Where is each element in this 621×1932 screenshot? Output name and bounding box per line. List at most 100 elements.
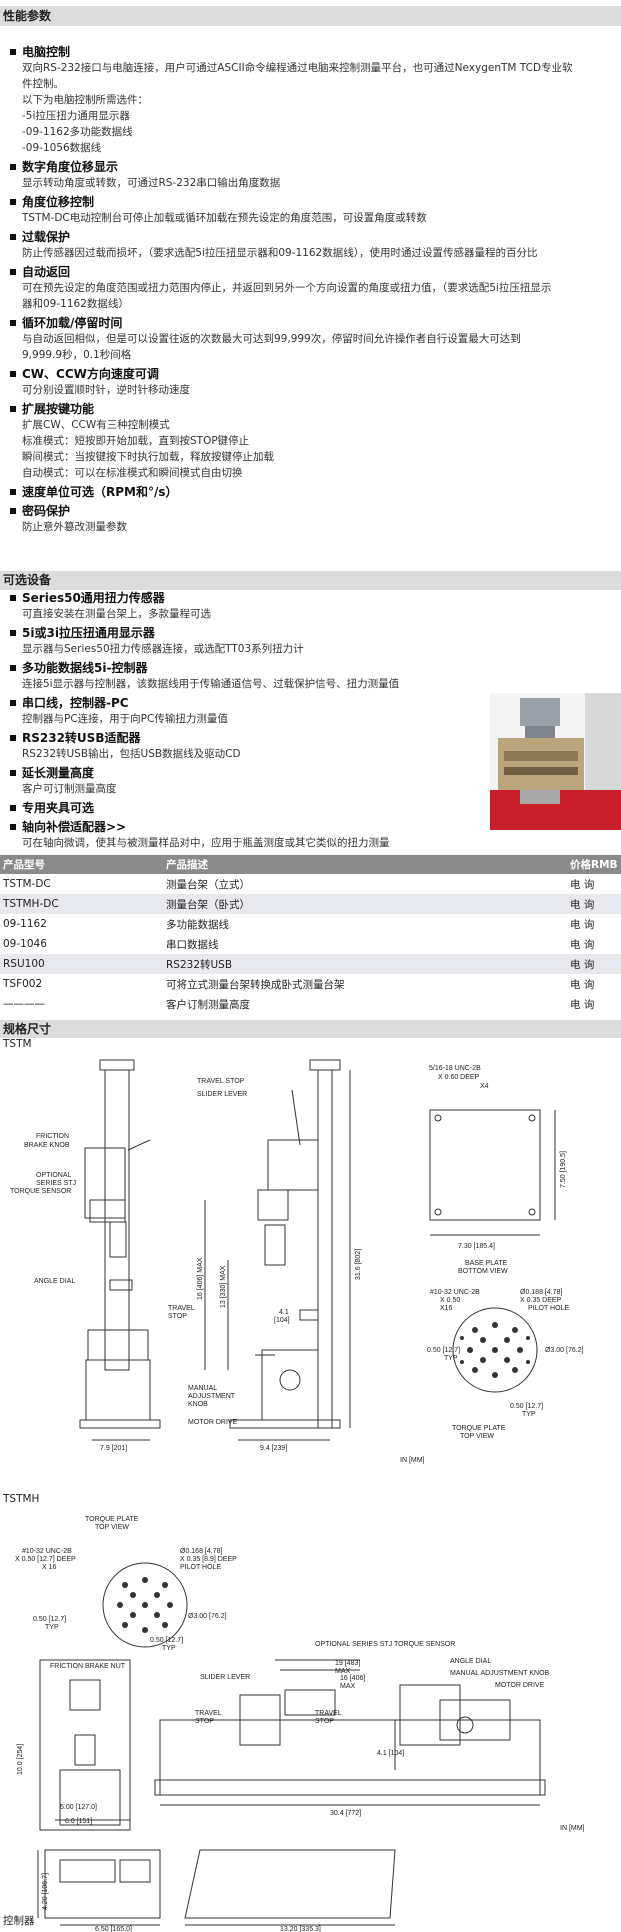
svg-text:ADJUSTMENT: ADJUSTMENT [188,1393,236,1400]
svg-text:16 [406]: 16 [406] [340,1675,365,1682]
svg-text:TOP VIEW: TOP VIEW [95,1524,129,1531]
params-item: 过载保护防止传感器因过载而损坏，（要求选配5i拉压扭显示器和09-1162数据线… [8,229,618,261]
params-desc: 扩展CW、CCW有三种控制模式 [22,419,170,431]
cell-price: 电 询 [567,894,621,914]
svg-text:PILOT HOLE: PILOT HOLE [180,1564,221,1571]
cell-desc: RS232转USB [163,954,567,974]
cell-desc: 客户订制测量高度 [166,998,250,1011]
params-item: CW、CCW方向速度可调可分别设置顺时针，逆时针移动速度 [8,366,618,398]
bullet-icon [10,49,16,55]
cell-model: TSF002 [3,978,43,990]
params-title: 速度单位可选（RPM和°/s） [22,485,178,499]
svg-text:Ø0.188 [4.78]: Ø0.188 [4.78] [520,1289,562,1296]
cell-model: RSU100 [0,954,163,974]
svg-text:TYP: TYP [522,1411,536,1418]
svg-text:X 0.50: X 0.50 [440,1297,460,1304]
optional_items-title: 轴向补偿适配器>> [22,820,127,834]
optional_items-title: 5i或3i拉压扭通用显示器 [22,626,155,640]
svg-text:STOP: STOP [195,1718,214,1725]
svg-text:5.00 [127.0]: 5.00 [127.0] [60,1804,97,1811]
params-desc: 防止意外篡改测量参数 [22,521,127,533]
svg-text:TRAVEL: TRAVEL [168,1305,195,1312]
svg-text:KNOB: KNOB [188,1401,208,1408]
params-desc: 可分别设置顺时针，逆时针移动速度 [22,384,190,396]
svg-text:Ø3.00 [76.2]: Ø3.00 [76.2] [188,1613,227,1620]
params-title: 密码保护 [22,504,71,518]
svg-text:FRICTION BRAKE NUT: FRICTION BRAKE NUT [50,1663,126,1670]
product-photo [490,693,621,830]
bullet-icon [10,234,16,240]
optional_items-title: 多功能数据线5i-控制器 [22,661,148,675]
svg-text:PILOT HOLE: PILOT HOLE [528,1305,569,1312]
svg-text:0.50 [12.7]: 0.50 [12.7] [150,1637,183,1644]
params-desc: 标准模式：短按即开始加载，直到按STOP键停止 [22,435,250,447]
cell-price: 电 询 [570,918,595,931]
params-item: 循环加载/停留时间与自动返回相似，但是可以设置往返的次数最大可达到99,999次… [8,315,618,363]
params-desc: 器和09-1162数据线） [22,298,129,310]
svg-text:SLIDER LEVER: SLIDER LEVER [197,1091,247,1098]
svg-text:X 0.35 DEEP: X 0.35 DEEP [520,1297,562,1304]
params-item: 电脑控制双向RS-232接口与电脑连接，用户可通过ASCII命令编程通过电脑来控… [8,44,618,156]
optional_items-desc: 可在轴向微调，使其与被测量样品对中，应用于瓶盖测度或其它类似的扭力测量 [22,837,390,849]
bullet-icon [10,508,16,514]
svg-text:19 [483]: 19 [483] [335,1660,360,1667]
optional_items-item: 5i或3i拉压扭通用显示器显示器与Series50扭力传感器连接，或选配TT03… [8,625,478,657]
svg-text:X16: X16 [440,1305,453,1312]
svg-text:MANUAL ADJUSTMENT KNOB: MANUAL ADJUSTMENT KNOB [450,1670,550,1677]
svg-text:13.20 [335.3]: 13.20 [335.3] [280,1926,321,1932]
svg-text:6.0 [151]: 6.0 [151] [65,1818,92,1825]
bullet-icon [10,320,16,326]
params-title: 自动返回 [22,265,71,279]
optional_items-title: 延长测量高度 [22,766,95,780]
svg-text:X 16: X 16 [42,1564,57,1571]
params-desc: -09-1162多功能数据线 [22,126,133,138]
svg-text:X 0.60 DEEP: X 0.60 DEEP [438,1074,480,1081]
optional_items-title: Series50通用扭力传感器 [22,591,165,605]
bullet-icon [10,824,16,830]
bullet-icon [10,700,16,706]
cell-desc: 串口数据线 [166,938,219,951]
svg-text:6.50 [165.0]: 6.50 [165.0] [95,1926,132,1932]
svg-text:TYP: TYP [45,1624,59,1631]
section-header-params: 性能参数 [0,6,621,26]
svg-text:STOP: STOP [315,1718,334,1725]
bullet-icon [10,665,16,671]
params-title: 数字角度位移显示 [22,160,119,174]
col-model-header: 产品型号 [0,855,163,874]
svg-text:MAX: MAX [340,1683,356,1690]
tstm-label: TSTM [3,1038,32,1050]
svg-text:TRAVEL: TRAVEL [315,1710,342,1717]
optional_items-desc: RS232转USB输出，包括USB数据线及驱动CD [22,748,241,760]
params-item: 速度单位可选（RPM和°/s） [8,484,618,500]
section-header-dims: 规格尺寸 [0,1020,621,1038]
svg-text:BASE PLATE: BASE PLATE [465,1260,508,1267]
cell-model: TSTM-DC [3,878,51,890]
section-header-optional: 可选设备 [0,571,621,590]
controller-label: 控制器 [3,1915,35,1927]
cell-price: 电 询 [570,998,595,1011]
params-desc: 以下为电脑控制所需选件： [22,94,148,106]
cell-model: TSTMH-DC [0,894,163,914]
svg-text:TORQUE SENSOR: TORQUE SENSOR [10,1188,71,1195]
optional_items-item: 专用夹具可选 [8,800,478,816]
bullet-icon [10,269,16,275]
svg-text:IN [MM]: IN [MM] [400,1457,425,1464]
params-title: 角度位移控制 [22,195,95,209]
params-desc: 防止传感器因过载而损坏，（要求选配5i拉压扭显示器和09-1162数据线），使用… [22,247,538,259]
optional_items-desc: 连接5i显示器与控制器，该数据线用于传输通道信号、过载保护信号、扭力测量值 [22,678,400,690]
bullet-icon [10,371,16,377]
params-desc: 显示转动角度或转数，可通过RS-232串口输出角度数据 [22,177,281,189]
svg-text:X4: X4 [480,1083,489,1090]
bullet-icon [10,164,16,170]
svg-text:ANGLE DIAL: ANGLE DIAL [450,1658,491,1665]
params-desc: 瞬间模式：当按键按下时执行加载，释放按键停止加载 [22,451,274,463]
svg-text:31.6 [802]: 31.6 [802] [355,1249,362,1280]
